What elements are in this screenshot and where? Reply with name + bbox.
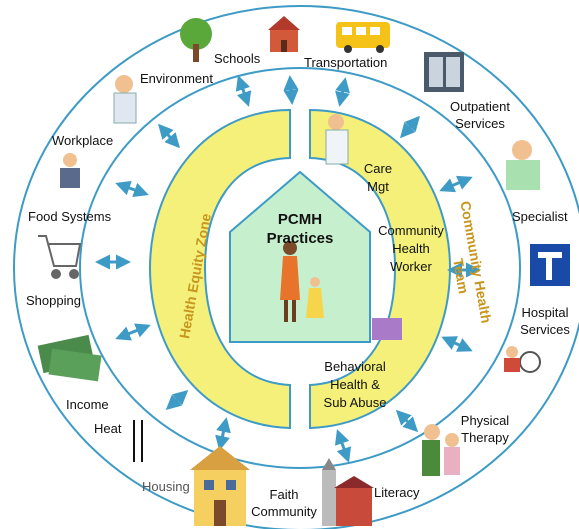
chw-line2: Health xyxy=(392,241,430,256)
environment-label: Environment xyxy=(140,71,213,86)
faith-community-label: Faith Community xyxy=(244,486,324,520)
specialist-label: Specialist xyxy=(512,209,568,224)
transportation-label: Transportation xyxy=(304,55,388,70)
heat-label: Heat xyxy=(94,421,122,436)
workplace-label: Workplace xyxy=(52,133,114,148)
school-bus-icon xyxy=(336,22,390,53)
connector-arrows xyxy=(95,75,481,463)
family-outdoor-icon xyxy=(422,424,460,476)
pcmh-house xyxy=(229,170,371,343)
pcmh-title-line1: PCMH xyxy=(277,211,323,228)
doctor-icon xyxy=(113,75,137,124)
hospital-line1: Hospital xyxy=(521,305,569,320)
outer-ring xyxy=(13,5,579,529)
chw-line3: Worker xyxy=(390,259,432,274)
faith-line1: Faith xyxy=(269,487,299,502)
x-ray-icon xyxy=(424,52,464,92)
house-icon xyxy=(190,446,250,526)
shopping-cart-icon xyxy=(38,235,82,279)
chw-line1: Community xyxy=(378,223,444,238)
middle-ring xyxy=(79,67,521,469)
shopping-label: Shopping xyxy=(26,293,81,308)
community-health-team-arc xyxy=(309,108,452,430)
schoolhouse-icon xyxy=(268,16,300,52)
team-meeting-icon xyxy=(372,318,402,340)
literacy-label: Literacy xyxy=(374,485,420,500)
care-mgt-line2: Mgt xyxy=(367,179,389,194)
food-systems-label: Food Systems xyxy=(28,209,112,224)
physical-therapy-label: Physical Therapy xyxy=(450,412,520,446)
care-mgt-label: Care Mgt xyxy=(356,160,400,196)
faith-line2: Community xyxy=(251,504,317,519)
physical-line2: Therapy xyxy=(461,430,509,445)
care-mgt-line1: Care xyxy=(363,161,393,176)
pcmh-title-line2: Practices xyxy=(266,230,334,247)
health-equity-zone-arc xyxy=(148,108,291,430)
behavioral-line2: Health & xyxy=(330,377,380,392)
worker-icon xyxy=(60,153,80,188)
family-icon xyxy=(280,241,324,322)
outpatient-line2: Services xyxy=(455,116,505,131)
care-manager-icon xyxy=(325,114,349,165)
heater-icon xyxy=(133,420,143,462)
money-icon xyxy=(37,334,102,382)
behavioral-line1: Behavioral xyxy=(324,359,386,374)
income-label: Income xyxy=(66,397,109,412)
behavioral-line3: Sub Abuse xyxy=(323,395,387,410)
physical-line1: Physical xyxy=(460,413,510,428)
tree-icon xyxy=(180,18,212,62)
behavioral-health-label: Behavioral Health & Sub Abuse xyxy=(310,358,400,412)
pcmh-title: PCMH Practices xyxy=(240,210,360,248)
outpatient-line1: Outpatient xyxy=(450,99,510,114)
hospital-sign-icon xyxy=(530,244,570,286)
community-health-worker-label: Community Health Worker xyxy=(366,222,456,276)
nurse-icon xyxy=(506,140,540,190)
housing-label: Housing xyxy=(142,479,190,494)
hospital-services-label: Hospital Services xyxy=(512,304,578,338)
church-icon xyxy=(322,458,374,526)
hospital-line2: Services xyxy=(520,322,570,337)
outpatient-services-label: Outpatient Services xyxy=(440,98,520,132)
schools-label: Schools xyxy=(214,51,261,66)
wheelchair-icon xyxy=(504,346,541,373)
